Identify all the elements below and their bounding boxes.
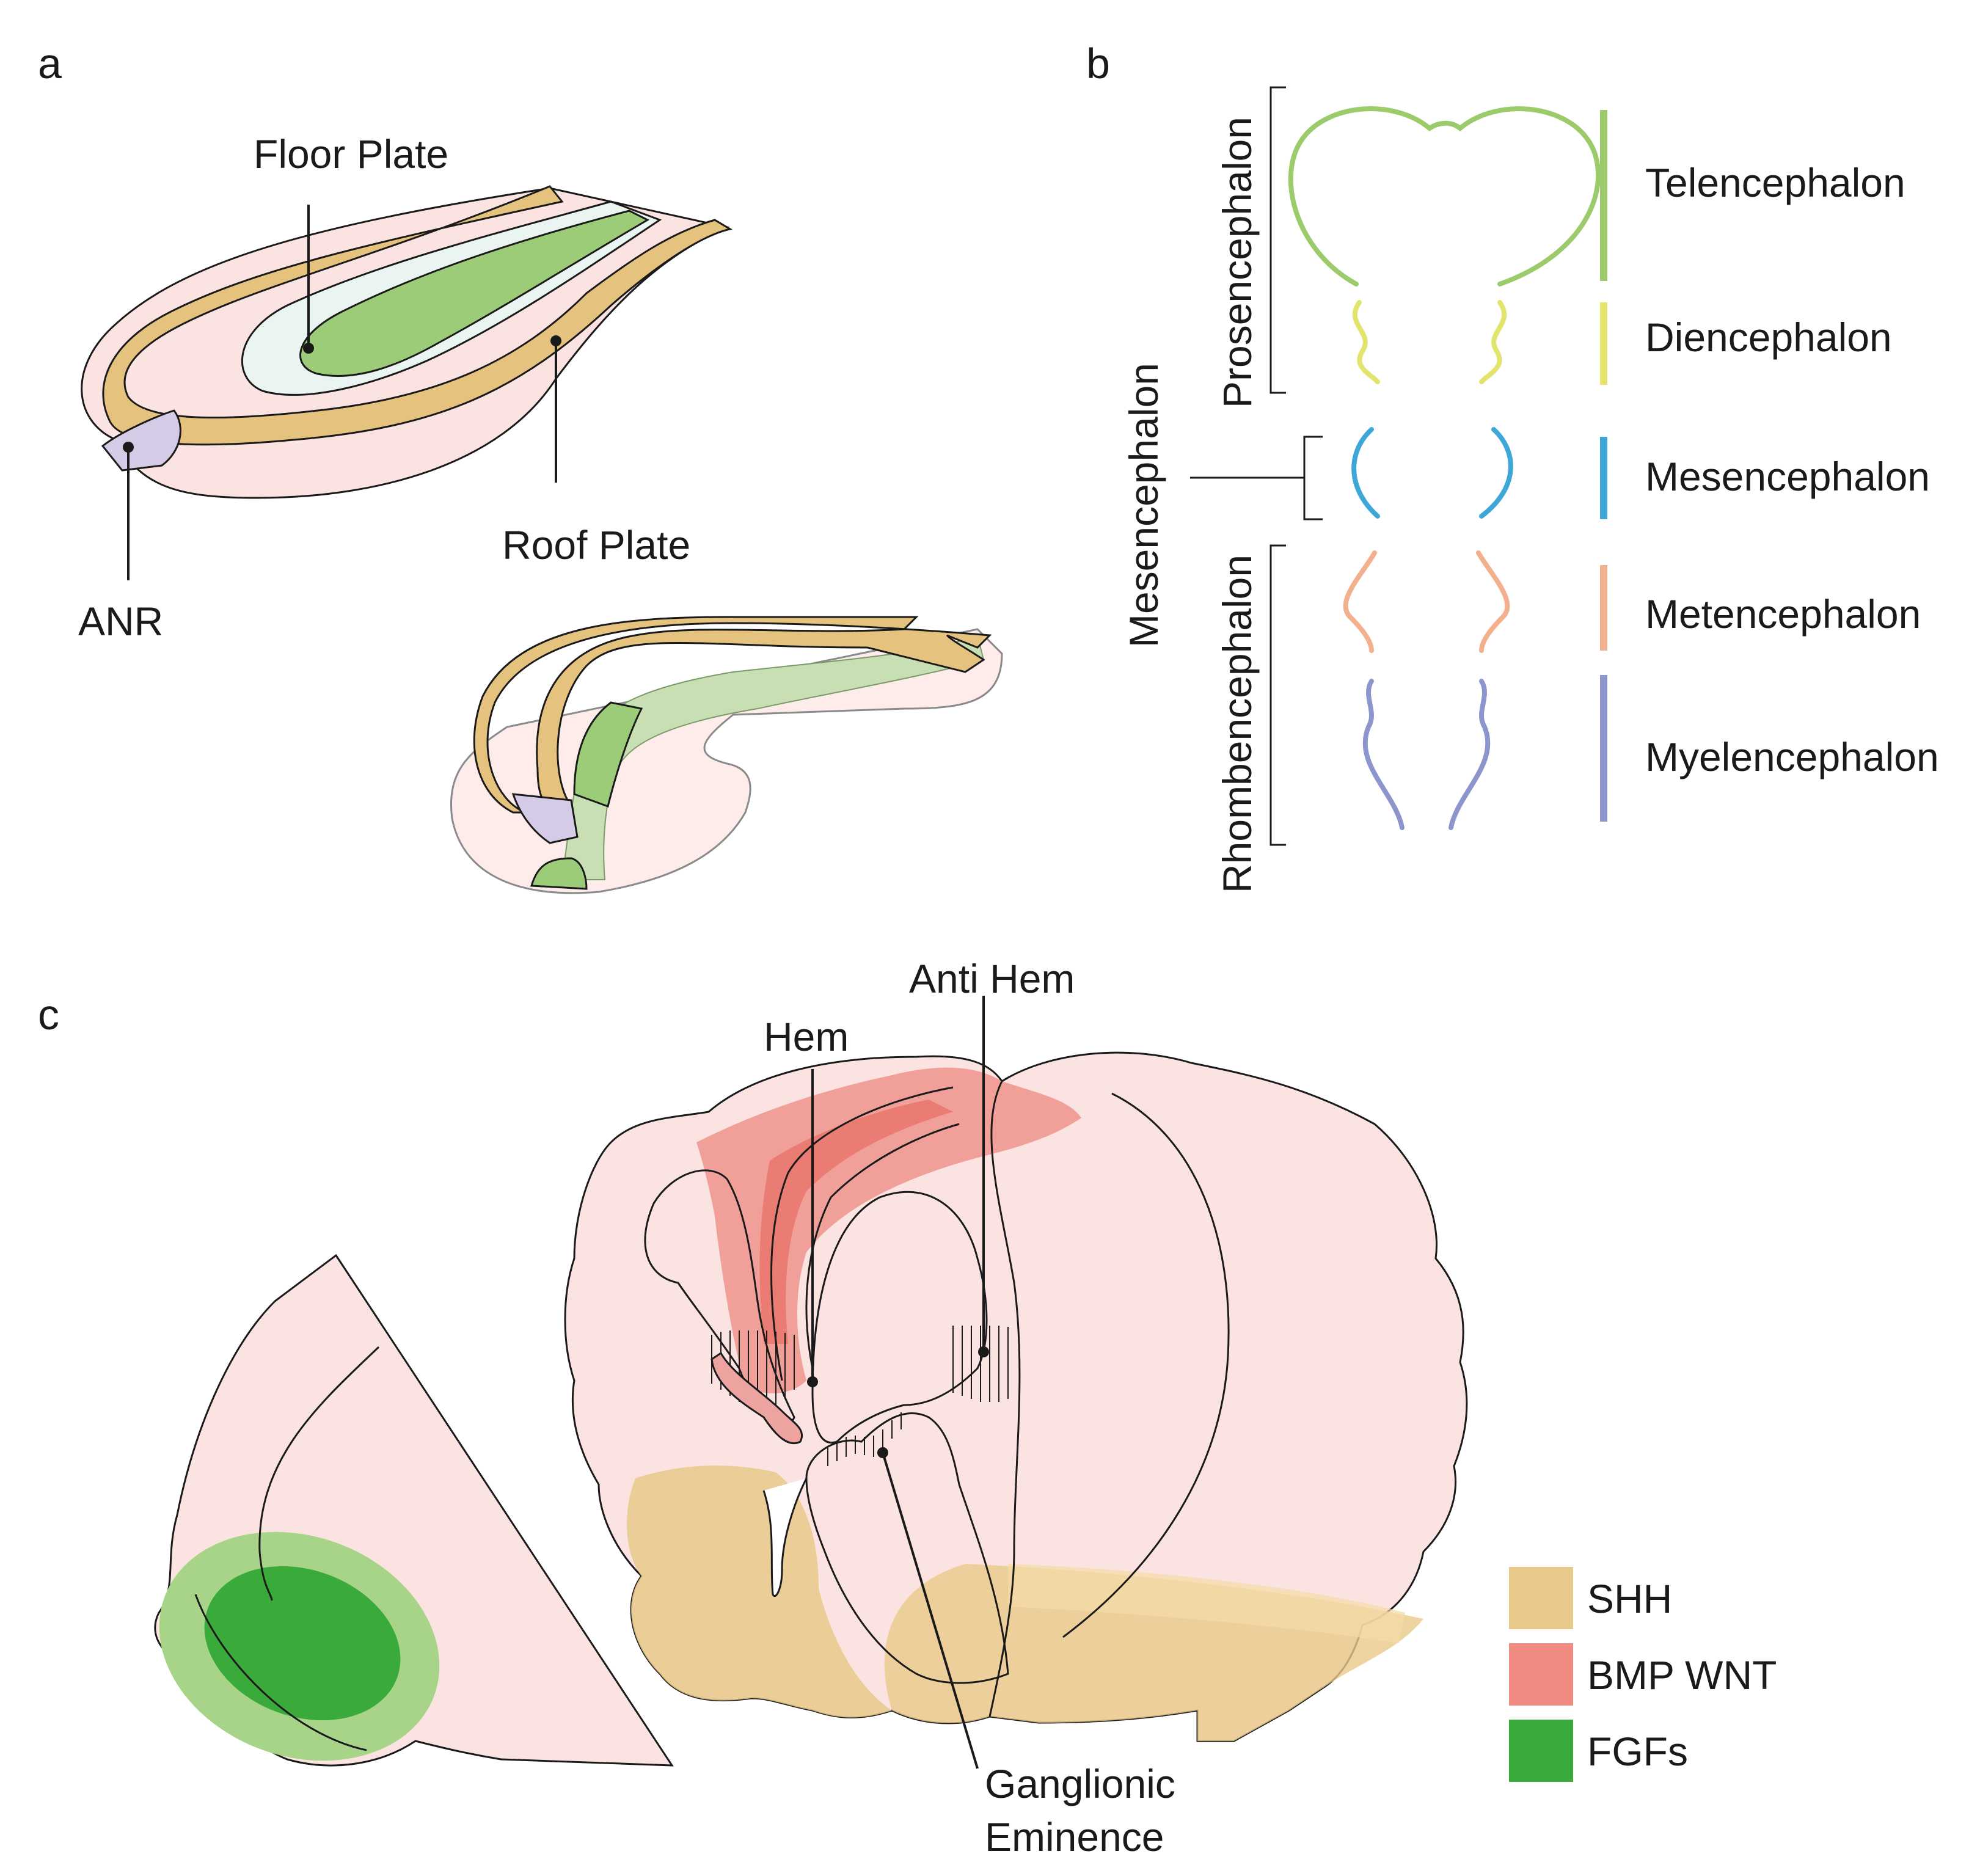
metencephalon-outline-left bbox=[1343, 550, 1377, 653]
hem-label: Hem bbox=[764, 1014, 849, 1059]
diencephalon-outline-left bbox=[1353, 300, 1380, 384]
panel-b-letter: b bbox=[1086, 40, 1110, 87]
anr-dot bbox=[123, 442, 134, 453]
ganglionic-dot bbox=[877, 1447, 888, 1458]
shh-ventral-domain bbox=[627, 1465, 892, 1718]
lateral-inner-line bbox=[194, 1594, 367, 1751]
anr-label: ANR bbox=[78, 599, 163, 644]
anr-region bbox=[101, 409, 181, 472]
telencephalon-label: Telencephalon bbox=[1645, 160, 1905, 205]
panel-a: a Floor Plate Roof Plate ANR bbox=[38, 40, 1003, 894]
ganglionic-pointer bbox=[882, 1452, 979, 1769]
hem-fold bbox=[711, 1351, 803, 1445]
floor-plate-dot bbox=[303, 343, 314, 354]
mesencephalon-outline-right bbox=[1479, 427, 1513, 519]
neural-tube-floor-plate bbox=[573, 701, 643, 808]
rhombencephalon-bracket bbox=[1269, 544, 1286, 846]
hem-dot bbox=[807, 1376, 818, 1387]
myelencephalon-outline-right bbox=[1448, 679, 1491, 830]
metencephalon-label: Metencephalon bbox=[1645, 591, 1921, 637]
roof-plate-label: Roof Plate bbox=[502, 522, 690, 568]
hemisphere-arc bbox=[1062, 1092, 1230, 1638]
ventral-midline bbox=[762, 1478, 808, 1597]
bmp-wnt-core bbox=[759, 1100, 953, 1344]
anti-hem-label: Anti Hem bbox=[909, 956, 1075, 1001]
lateral-sulcus-line bbox=[258, 1346, 380, 1601]
ganglionic-label-line2: Eminence bbox=[985, 1814, 1164, 1860]
left-ventricle-outline bbox=[644, 1169, 795, 1424]
mesencephalon-outline-left bbox=[1351, 427, 1380, 519]
medial-wall-line-2 bbox=[805, 1123, 960, 1369]
panel-b: b Prosencephalon Mesencephalon Rhombence… bbox=[1086, 40, 1939, 893]
mesencephalon-label: Mesencephalon bbox=[1645, 454, 1930, 499]
legend-label-bmp-wnt: BMP WNT bbox=[1587, 1652, 1777, 1698]
legend-swatch-fgfs bbox=[1509, 1720, 1573, 1782]
myelencephalon-label: Myelencephalon bbox=[1645, 734, 1939, 779]
telencephalon-outline bbox=[1288, 106, 1601, 287]
panel-c-letter: c bbox=[38, 991, 59, 1038]
diencephalon-outline-right bbox=[1479, 300, 1507, 384]
panel-a-letter: a bbox=[38, 40, 62, 87]
neural-tube-diagram bbox=[450, 616, 1003, 894]
medial-wall-line bbox=[770, 1086, 954, 1381]
roof-plate-dot bbox=[550, 335, 561, 346]
legend-label-fgfs: FGFs bbox=[1587, 1729, 1688, 1774]
neural-tube-floor-tip bbox=[530, 857, 588, 890]
panel-c: c bbox=[38, 956, 1777, 1860]
rhombencephalon-label: Rhombencephalon bbox=[1215, 555, 1260, 893]
lateral-brain-view bbox=[154, 1254, 674, 1767]
shh-basal-band-light bbox=[1008, 1564, 1405, 1643]
mesencephalon-bracket bbox=[1190, 436, 1323, 520]
floor-plate bbox=[299, 210, 650, 377]
diencephalon-label: Diencephalon bbox=[1645, 315, 1892, 360]
ganglionic-eminence-outline bbox=[805, 1412, 1009, 1684]
metencephalon-outline-right bbox=[1476, 550, 1510, 653]
legend-label-shh: SHH bbox=[1587, 1576, 1672, 1621]
prosencephalon-bracket bbox=[1269, 86, 1286, 394]
ganglionic-label-line1: Ganglionic bbox=[985, 1761, 1175, 1806]
neural-plate-diagram: Floor Plate Roof Plate ANR bbox=[78, 131, 732, 644]
legend: SHH BMP WNT FGFs bbox=[1509, 1567, 1777, 1782]
neural-tube-anr bbox=[511, 793, 579, 844]
legend-swatch-shh bbox=[1509, 1567, 1573, 1629]
mesencephalon-bracket-label: Mesencephalon bbox=[1121, 363, 1166, 648]
right-ventricle-outline bbox=[811, 1191, 988, 1443]
floor-plate-label: Floor Plate bbox=[254, 131, 448, 177]
coronal-brain-view: Hem Anti Hem Ganglionic Eminence bbox=[564, 956, 1468, 1860]
prosencephalon-label: Prosencephalon bbox=[1215, 117, 1260, 408]
anti-hem-hatching bbox=[952, 1326, 1009, 1402]
outer-cortex-line bbox=[988, 1081, 1021, 1717]
myelencephalon-outline-left bbox=[1362, 679, 1405, 830]
neural-tube-roof bbox=[473, 616, 992, 814]
legend-swatch-bmp-wnt bbox=[1509, 1643, 1573, 1706]
anti-hem-dot bbox=[978, 1346, 989, 1357]
